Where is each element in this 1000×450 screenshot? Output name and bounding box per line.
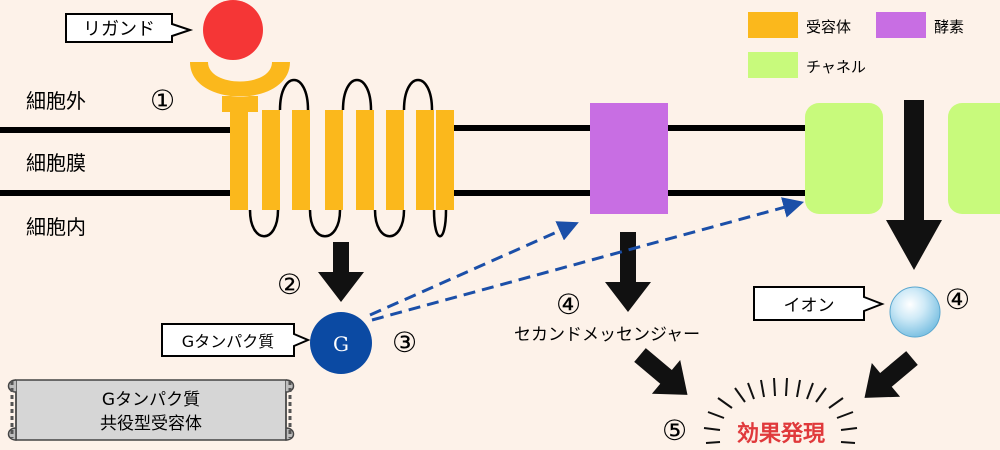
g-protein — [310, 312, 372, 374]
arrow-channel-to-ion — [886, 100, 942, 270]
channel-right — [948, 103, 1000, 214]
legend-channel-swatch — [748, 52, 798, 78]
effect-label: 効果発現 — [737, 421, 825, 447]
ligand-callout-text: リガンド — [83, 19, 155, 40]
dashed-arrow-g-to-channel — [371, 197, 805, 322]
ligand-molecule — [203, 0, 263, 60]
label-membrane: 細胞膜 — [26, 151, 86, 175]
membrane-lines — [0, 125, 810, 196]
step-2: ② — [277, 268, 302, 301]
step-4-messenger: ④ — [556, 288, 581, 321]
ion-sphere — [889, 286, 941, 338]
scroll-line-2: 共役型受容体 — [100, 414, 202, 434]
arrow-messenger-to-effect — [634, 348, 688, 395]
dashed-arrow-g-to-enzyme — [369, 221, 579, 317]
label-outside: 細胞外 — [26, 89, 86, 113]
step-5: ⑤ — [662, 414, 687, 447]
g-protein-callout-text: Gタンパク質 — [182, 332, 274, 351]
receptor-loops — [248, 78, 448, 238]
scroll-line-1: Gタンパク質 — [102, 390, 200, 410]
receptor-binding-site — [190, 62, 290, 112]
legend-enzyme-label: 酵素 — [934, 18, 964, 36]
title-scroll: Gタンパク質 共役型受容体 — [7, 379, 295, 441]
step-4-ion: ④ — [945, 283, 970, 316]
g-protein-coupled-receptor — [230, 110, 454, 210]
legend-receptor-swatch — [748, 12, 798, 38]
legend-enzyme-swatch — [876, 12, 926, 38]
legend-channel-label: チャネル — [806, 58, 866, 76]
second-messenger-label: セカンドメッセンジャー — [514, 325, 700, 345]
arrow-receptor-to-g — [318, 242, 364, 302]
g-protein-symbol: G — [333, 332, 349, 356]
ion-callout: イオン — [753, 286, 885, 321]
step-3: ③ — [392, 326, 417, 359]
g-protein-callout: Gタンパク質 — [161, 323, 311, 357]
step-1: ① — [150, 84, 175, 117]
legend: 受容体 酵素 チャネル — [748, 12, 964, 78]
arrow-enzyme-to-messenger — [605, 232, 651, 312]
ion-callout-text: イオン — [784, 296, 835, 316]
label-inside: 細胞内 — [26, 215, 86, 239]
channel-left — [805, 103, 883, 214]
arrow-ion-to-effect — [864, 351, 918, 398]
legend-receptor-label: 受容体 — [806, 18, 851, 36]
ligand-callout: リガンド — [65, 13, 194, 43]
effect-burst — [703, 377, 858, 444]
enzyme-block — [590, 103, 668, 214]
